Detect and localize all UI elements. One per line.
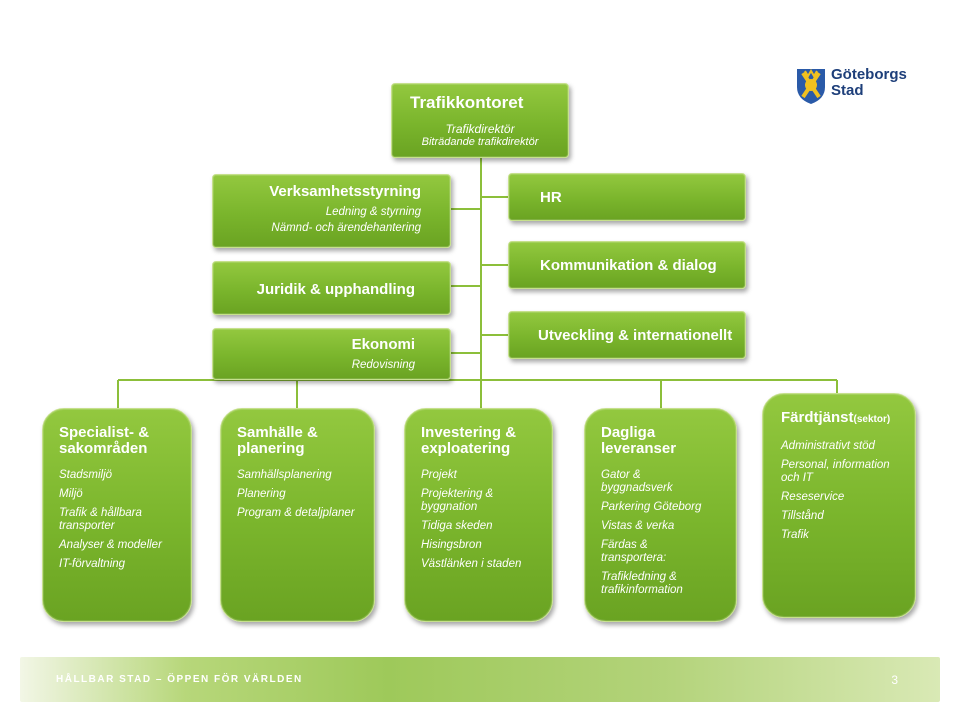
logo-line2: Stad — [831, 82, 864, 99]
column-2-item: Hisingsbron — [421, 539, 482, 551]
column-0-item: Miljö — [59, 488, 83, 500]
left-box-juridik: Juridik & upphandling — [212, 261, 451, 315]
top-box-sub1: Trafikdirektör — [445, 122, 515, 136]
column-specialist: Specialist- & sakområden Stadsmiljö Milj… — [42, 408, 192, 622]
goteborgs-stad-logo: Göteborgs Stad — [795, 67, 915, 107]
column-0-item: IT-förvaltning — [59, 558, 126, 570]
left-box-1-title: Juridik & upphandling — [256, 281, 415, 298]
page-number: 3 — [891, 673, 898, 687]
column-fardtjanst: Färdtjänst(sektor) Administrativt stöd P… — [762, 393, 916, 618]
column-0-title: Specialist- & sakområden — [59, 424, 150, 457]
column-0-item: Trafik & hållbara transporter — [59, 507, 142, 532]
footer-slogan: HÅLLBAR STAD – ÖPPEN FÖR VÄRLDEN — [56, 674, 303, 685]
top-box-sub2: Biträdande trafikdirektör — [421, 136, 539, 148]
column-1-item: Planering — [237, 488, 286, 500]
footer-banner: HÅLLBAR STAD – ÖPPEN FÖR VÄRLDEN 3 — [20, 657, 940, 702]
right-box-hr: HR — [508, 173, 746, 221]
column-4-item: Administrativt stöd — [781, 440, 875, 452]
column-3-item: Färdas & transportera: — [601, 539, 667, 564]
left-box-0-title: Verksamhetsstyrning — [269, 183, 421, 200]
column-2-title: Investering & exploatering — [421, 424, 517, 457]
column-2-item: Västlänken i staden — [421, 558, 522, 570]
column-2-item: Projekt — [421, 469, 457, 481]
column-4-item: Reseservice — [781, 491, 845, 503]
column-4-title: Färdtjänst — [781, 409, 854, 426]
right-box-0-title: HR — [540, 189, 562, 206]
right-box-1-title: Kommunikation & dialog — [540, 257, 717, 274]
column-4-item: Tillstånd — [781, 510, 824, 522]
right-box-utveckling: Utveckling & internationellt — [508, 311, 746, 359]
left-box-0-sub1: Nämnd- och ärendehantering — [271, 222, 421, 234]
column-1-item: Program & detaljplaner — [237, 507, 355, 519]
column-dagliga: Dagliga leveranser Gator & byggnadsverk … — [584, 408, 737, 622]
column-investering: Investering & exploatering Projekt Proje… — [404, 408, 553, 622]
column-0-item: Analyser & modeller — [59, 539, 162, 551]
column-2-item: Tidiga skeden — [421, 520, 493, 532]
column-3-title: Dagliga leveranser — [601, 424, 677, 457]
column-4-item: Personal, information och IT — [781, 459, 890, 484]
top-box-title: Trafikkontoret — [410, 93, 524, 112]
column-3-item: Gator & byggnadsverk — [601, 469, 673, 494]
column-3-item: Vistas & verka — [601, 520, 675, 532]
column-2-item: Projektering & byggnation — [421, 488, 494, 513]
column-1-item: Samhällsplanering — [237, 469, 332, 481]
city-crest-icon — [797, 69, 825, 104]
column-3-item: Trafikledning & trafikinformation — [601, 571, 683, 596]
right-box-2-title: Utveckling & internationellt — [538, 327, 733, 344]
column-1-title: Samhälle & planering — [237, 424, 318, 457]
left-box-2-title: Ekonomi — [351, 336, 415, 353]
logo-line1: Göteborgs — [831, 66, 907, 83]
top-box-trafikkontoret: Trafikkontoret Trafikdirektör Biträdande… — [391, 83, 569, 158]
column-samhalle: Samhälle & planering Samhällsplanering P… — [220, 408, 375, 622]
right-box-kommunikation: Kommunikation & dialog — [508, 241, 746, 289]
column-4-title-wrap: Färdtjänst(sektor) — [781, 410, 905, 428]
column-4-title-suffix: (sektor) — [853, 414, 891, 425]
left-box-ekonomi: Ekonomi Redovisning — [212, 328, 451, 380]
column-4-item: Trafik — [781, 529, 809, 541]
column-3-item: Parkering Göteborg — [601, 501, 702, 513]
left-box-0-sub0: Ledning & styrning — [325, 206, 421, 218]
left-box-2-sub0: Redovisning — [351, 359, 415, 371]
column-0-item: Stadsmiljö — [59, 469, 113, 481]
left-box-verksamhetsstyrning: Verksamhetsstyrning Ledning & styrning N… — [212, 174, 451, 248]
